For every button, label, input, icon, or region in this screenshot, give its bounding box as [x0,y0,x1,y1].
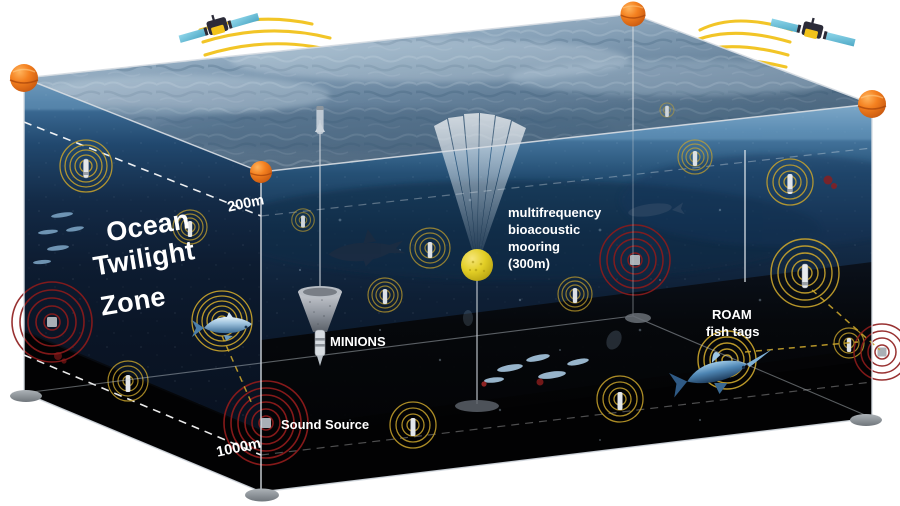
acoustic-receiver [389,401,437,449]
corner-buoys-group [9,1,887,183]
fish-tracking-paths [221,289,881,405]
acoustic-receiver [766,158,814,206]
track-receiver-to-soundsource [811,289,881,351]
minions-surface-instrument [316,106,324,134]
solar-panel-left [178,28,206,43]
acoustic-receivers-group [59,102,865,449]
tagged-swordfish [669,330,773,398]
acoustic-receiver [59,139,113,193]
deep-creatures [463,310,622,350]
fish-silhouettes-mid [628,202,685,217]
depth-line-200m-front [260,147,873,217]
satellite-gold-panel [804,28,818,39]
acoustic-receiver [291,208,315,232]
swordfish-dorsal-fin [711,352,721,363]
depth-guide-lines [23,121,262,456]
buoy-back-left [249,161,273,183]
satellite-left [178,13,260,43]
mooring-anchor [455,400,499,412]
depth-line-1000m-front [260,381,873,456]
red-organisms [481,175,837,387]
edge-bottom-front [260,417,873,493]
minions-body [314,329,326,357]
acoustic-receiver [172,209,208,245]
edge-bottom-left [23,392,262,493]
satellite-right [770,17,856,47]
solar-panel-left [770,18,799,33]
sound-source [223,380,309,466]
sound-sources-group [11,224,900,466]
minions-cone [298,292,342,332]
acoustic-receiver [107,360,149,402]
minions-cone-texture [309,299,331,325]
track-tuna-to-soundsource [221,335,253,405]
swordfish-bill [746,349,773,368]
sound-source [599,224,671,296]
box-wireframe-back [23,14,873,419]
solar-panel-right [825,32,856,47]
mooring-float-sphere [461,249,493,281]
base-feet-group [10,313,882,502]
foot-front-right [850,414,882,426]
fish-school-center [484,354,589,383]
acoustic-receiver [557,276,593,312]
track-swordfish-to-receiver [744,341,859,353]
acoustic-receiver [409,227,451,269]
buoy-front-right [857,90,887,118]
tuna-tail [192,320,204,337]
acoustic-receiver [367,277,403,313]
shark-silhouette [328,229,406,267]
solar-panel-right [230,13,260,28]
multifrequency-bioacoustic-mooring [434,113,526,412]
depth-line-1000m [23,354,262,456]
foot-front-left [10,390,42,402]
acoustic-receiver [596,375,644,423]
depth-line-200m [23,121,262,217]
minions-device [298,106,342,366]
acoustic-receiver [770,238,840,308]
sound-source [11,281,93,363]
foot-back-center [625,313,651,323]
buoy-front-left [9,64,39,92]
depth-guide-front [260,147,873,456]
swordfish-tail [669,373,688,398]
acoustic-receiver [659,102,675,118]
foot-front-center [245,488,279,502]
sound-source [853,323,900,381]
tagged-tuna [191,290,253,352]
acoustic-receiver [677,139,713,175]
mooring-acoustic-beams [434,113,526,266]
swordfish-body [669,349,773,398]
minions-tip [317,356,323,366]
sound-source-body [261,418,271,428]
fish-school-left [33,212,84,265]
satellite-gold-panel [211,24,226,36]
buoy-back-right [620,1,646,27]
tuna-body [192,312,252,341]
mooring-float-dots [468,260,486,273]
